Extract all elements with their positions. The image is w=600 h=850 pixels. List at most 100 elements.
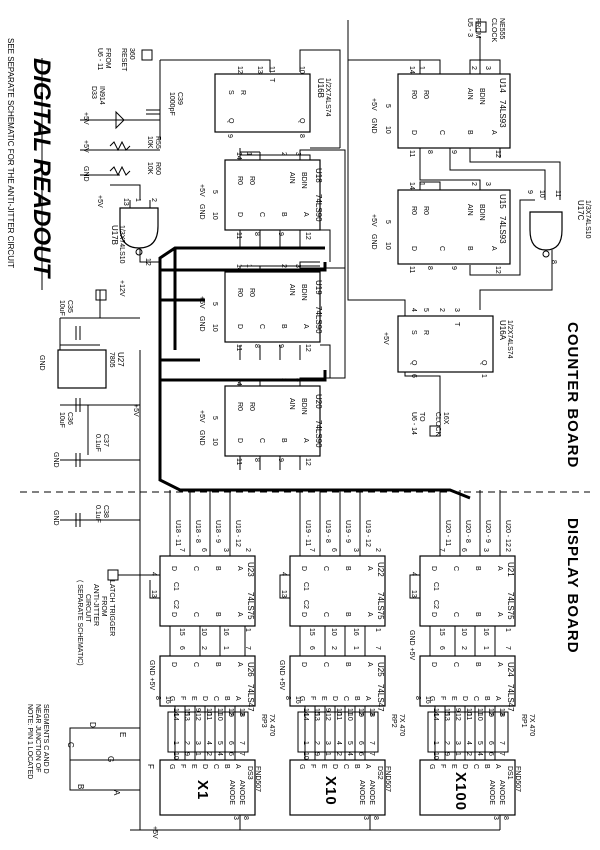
latch-output-pin: D [170,612,177,617]
u15-body [397,189,511,265]
pin-number: 14 [172,713,179,721]
segment-label: A [112,790,121,796]
pin-number: 11 [216,708,223,715]
segment-label: C [66,742,75,748]
pin-number: 4 [476,752,483,756]
segment-label: B [76,784,85,789]
pin-number: 12 [494,150,501,158]
pin-number: 2 [374,548,381,552]
r55-value: 10K [146,136,153,149]
pin-number: 15 [183,708,190,716]
pin-number: 6 [227,752,234,756]
pin-number: 7 [238,741,245,745]
u17b-type: 1/3X74LS10 [118,225,125,264]
bus-labels-u23: U18 - 11 U18 - 8 U18 - 9 U18 - 12 [174,520,241,547]
pin-number: 8 [253,458,260,462]
latch-output-pin: B [474,612,481,617]
u18-pin-c: C [258,212,265,217]
bus-label: U19 - 9 [344,520,351,543]
ds1-type: FND507 [514,766,521,792]
display-segment-pin: F [439,764,446,768]
latch-input-pin: B [214,566,221,571]
pin-number: 11 [346,708,353,715]
pin-number: 14 [235,378,242,386]
ds1-body [419,759,516,816]
pin-number: 12 [304,344,311,352]
pin-number: 11 [465,713,472,720]
pin-number: 10 [346,713,353,721]
u22-ref: U22 [376,562,385,577]
display-segment-pin: C [472,764,479,769]
pin-number: 3 [324,741,331,745]
bus-label: U19 - 12 [364,520,371,547]
decoder-segment-pin: D [201,696,208,701]
u16b-flipflop: S R T Q Q U16B 1/2X74LS74 [214,73,331,133]
u24-body [419,655,516,707]
decoder-segment-pin: E [450,696,457,701]
pin-number: 8 [550,260,557,264]
latch-input-pin: A [236,566,243,571]
decoder-segment-pin: D [331,696,338,701]
pin-number: 12 [357,708,364,716]
pin-number: 8 [238,713,245,717]
pin-number: 1 [134,198,141,202]
pin-number: 10 [335,708,342,716]
pin-number: 3 [294,264,301,268]
latch-input-pin: C [322,566,329,571]
pin-number: 9 [194,708,201,712]
u16b-pin-qbar: Q [227,118,234,124]
u20-vcc: +5V [198,410,205,423]
u15-pin-ain: AIN [466,204,473,216]
u19-pin-a: A [302,324,309,329]
pin-number: 6 [410,374,417,378]
decoder-input-pin: D [300,662,307,667]
u16b-type: 1/2X74LS74 [324,78,331,117]
rail-vcc-6: +5V [382,332,389,345]
pin-number: 3 [484,182,491,186]
pin-number: 1 [222,646,229,650]
display-segment-pin: F [179,764,186,768]
display-board-label: DISPLAY BOARD [564,518,581,654]
pin-number: 11 [335,713,342,720]
pin-number: 6 [200,548,207,552]
pin-number: 9 [450,266,457,270]
u16a-pin-q: Q [410,360,417,366]
latch-input-pin: D [300,566,307,571]
bus-label: U18 - 9 [214,520,221,543]
u18-body [224,159,321,231]
rp3-value: 7X 470 [268,714,275,736]
u17b-body [119,207,159,249]
u25-type: 74LS47 [376,684,385,712]
latch-output-pin: D [430,612,437,617]
decoder-segment-pin: C [212,696,219,701]
display-anode-pin: ANODE [358,780,365,805]
pin-number: 14 [302,708,309,716]
clock16x-label-3: TO [418,412,425,422]
u16a-pin-r: R [422,330,429,335]
pin-number: 6 [178,646,185,650]
decoder-input-pin: D [170,662,177,667]
decoder-input-pin: B [474,662,481,667]
segment-label: E [118,732,127,737]
pin-number: 10 [298,66,305,74]
r60-value: 10K [146,162,153,175]
pin-number: 3 [222,548,229,552]
pin-number: 10 [200,628,207,636]
pin-number: 8 [368,713,375,717]
rp1-value: 7X 470 [528,714,535,736]
u25-body [289,655,386,707]
latch-output-pin: C [322,612,329,617]
latch-output-pin: C [192,612,199,617]
pin-number: 8 [372,816,379,820]
rp3-body [167,711,249,753]
u18-pin-bdin: BDIN [300,172,307,189]
display-segment-pin: D [331,764,338,769]
u24-power: GND +5V [408,630,415,660]
pin-number: 15 [313,708,320,716]
u15-pin-r0a: R0 [410,206,417,215]
u14-gnd: GND [370,118,377,134]
rail-gnd-1: GND [82,166,89,182]
